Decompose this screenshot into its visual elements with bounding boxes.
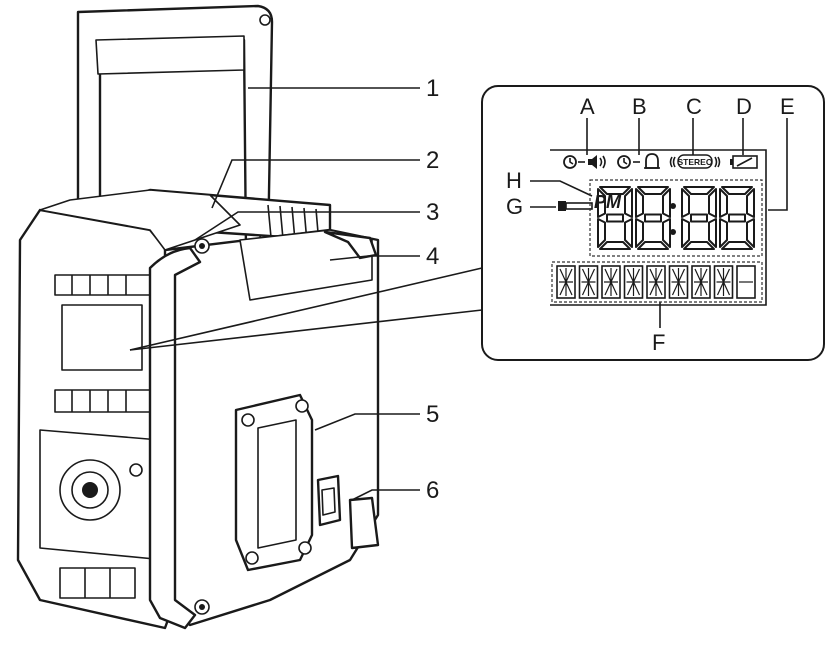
text-segment-strokes xyxy=(559,268,573,296)
text-segment-strokes xyxy=(671,268,686,296)
clock-segment xyxy=(683,241,715,250)
alarm-bell-icon xyxy=(617,153,660,169)
clock-segment xyxy=(635,188,644,218)
lcd-detail-panel: A B C D E H G F xyxy=(481,85,825,361)
zoom-lines xyxy=(129,267,483,351)
text-segment-cell xyxy=(691,265,711,299)
clock-segment xyxy=(746,188,755,218)
label-h: H xyxy=(506,168,522,193)
clock-digits xyxy=(597,186,755,250)
callout-numbers: 1 2 3 4 5 6 xyxy=(426,75,439,504)
clock-segment xyxy=(681,218,690,248)
clock-segment xyxy=(708,218,717,248)
callout-6: 6 xyxy=(426,477,439,504)
text-segment-strokes xyxy=(694,268,708,296)
clock-segment xyxy=(597,188,606,218)
label-b: B xyxy=(632,94,647,119)
text-segment-strokes xyxy=(581,268,596,296)
clock-segment xyxy=(708,188,717,218)
lcd-window xyxy=(61,304,143,371)
radio-illustration xyxy=(16,4,380,630)
cover-latch xyxy=(316,474,380,550)
clock-segment xyxy=(721,241,753,250)
text-segment-cell xyxy=(736,265,756,299)
clock-segment xyxy=(721,186,753,195)
text-segment-strokes xyxy=(626,268,641,296)
clock-area xyxy=(589,179,763,257)
text-segment-cell xyxy=(713,265,734,299)
alarm-indicator-icon xyxy=(558,201,593,211)
clock-segment xyxy=(624,218,633,248)
text-segment-cell xyxy=(578,265,599,299)
callout-2: 2 xyxy=(426,147,439,174)
clock-colon-dot xyxy=(670,229,676,235)
text-segment-strokes xyxy=(716,268,731,296)
label-d: D xyxy=(736,94,752,119)
stereo-icon: STEREO xyxy=(669,154,721,169)
clock-segment xyxy=(637,186,669,195)
clock-segment xyxy=(746,218,755,248)
callout-1: 1 xyxy=(426,75,439,102)
clock-colon-dot xyxy=(670,203,676,209)
control-panel xyxy=(39,274,166,599)
text-segment-cell xyxy=(556,265,576,299)
stereo-label: STEREO xyxy=(678,157,713,167)
clock-segment xyxy=(624,188,633,218)
clock-segment xyxy=(662,218,671,248)
clock-segment xyxy=(599,186,631,195)
clock-segment xyxy=(719,188,728,218)
text-segment-row xyxy=(556,265,756,299)
text-segment-cell xyxy=(668,265,689,299)
clock-segment xyxy=(606,213,624,223)
clock-segment xyxy=(644,213,662,223)
label-f: F xyxy=(652,330,665,355)
clock-segment xyxy=(683,186,715,195)
callout-leaders xyxy=(194,87,420,501)
clock-segment xyxy=(728,213,746,223)
callout-5: 5 xyxy=(426,401,439,428)
clock-segment xyxy=(662,188,671,218)
text-segment-strokes xyxy=(604,268,618,296)
text-area xyxy=(551,261,763,303)
text-segment-strokes xyxy=(649,268,663,296)
callout-4: 4 xyxy=(426,243,439,270)
battery-low-icon xyxy=(730,155,758,169)
label-c: C xyxy=(686,94,702,119)
clock-segment xyxy=(690,213,708,223)
label-e: E xyxy=(780,94,795,119)
battery-cover xyxy=(234,393,314,572)
alarm-buzzer-icon xyxy=(563,155,606,169)
pm-indicator: PM xyxy=(594,192,622,212)
text-segment-cell xyxy=(646,265,666,299)
label-g: G xyxy=(506,194,523,219)
label-a: A xyxy=(580,94,595,119)
text-segment-cell xyxy=(601,265,621,299)
callout-3: 3 xyxy=(426,199,439,226)
clock-segment xyxy=(719,218,728,248)
clock-segment xyxy=(597,218,606,248)
text-segment-cell xyxy=(623,265,644,299)
clock-segment xyxy=(635,218,644,248)
clock-segment xyxy=(681,188,690,218)
clock-segment xyxy=(637,241,669,250)
clock-segment xyxy=(599,241,631,250)
